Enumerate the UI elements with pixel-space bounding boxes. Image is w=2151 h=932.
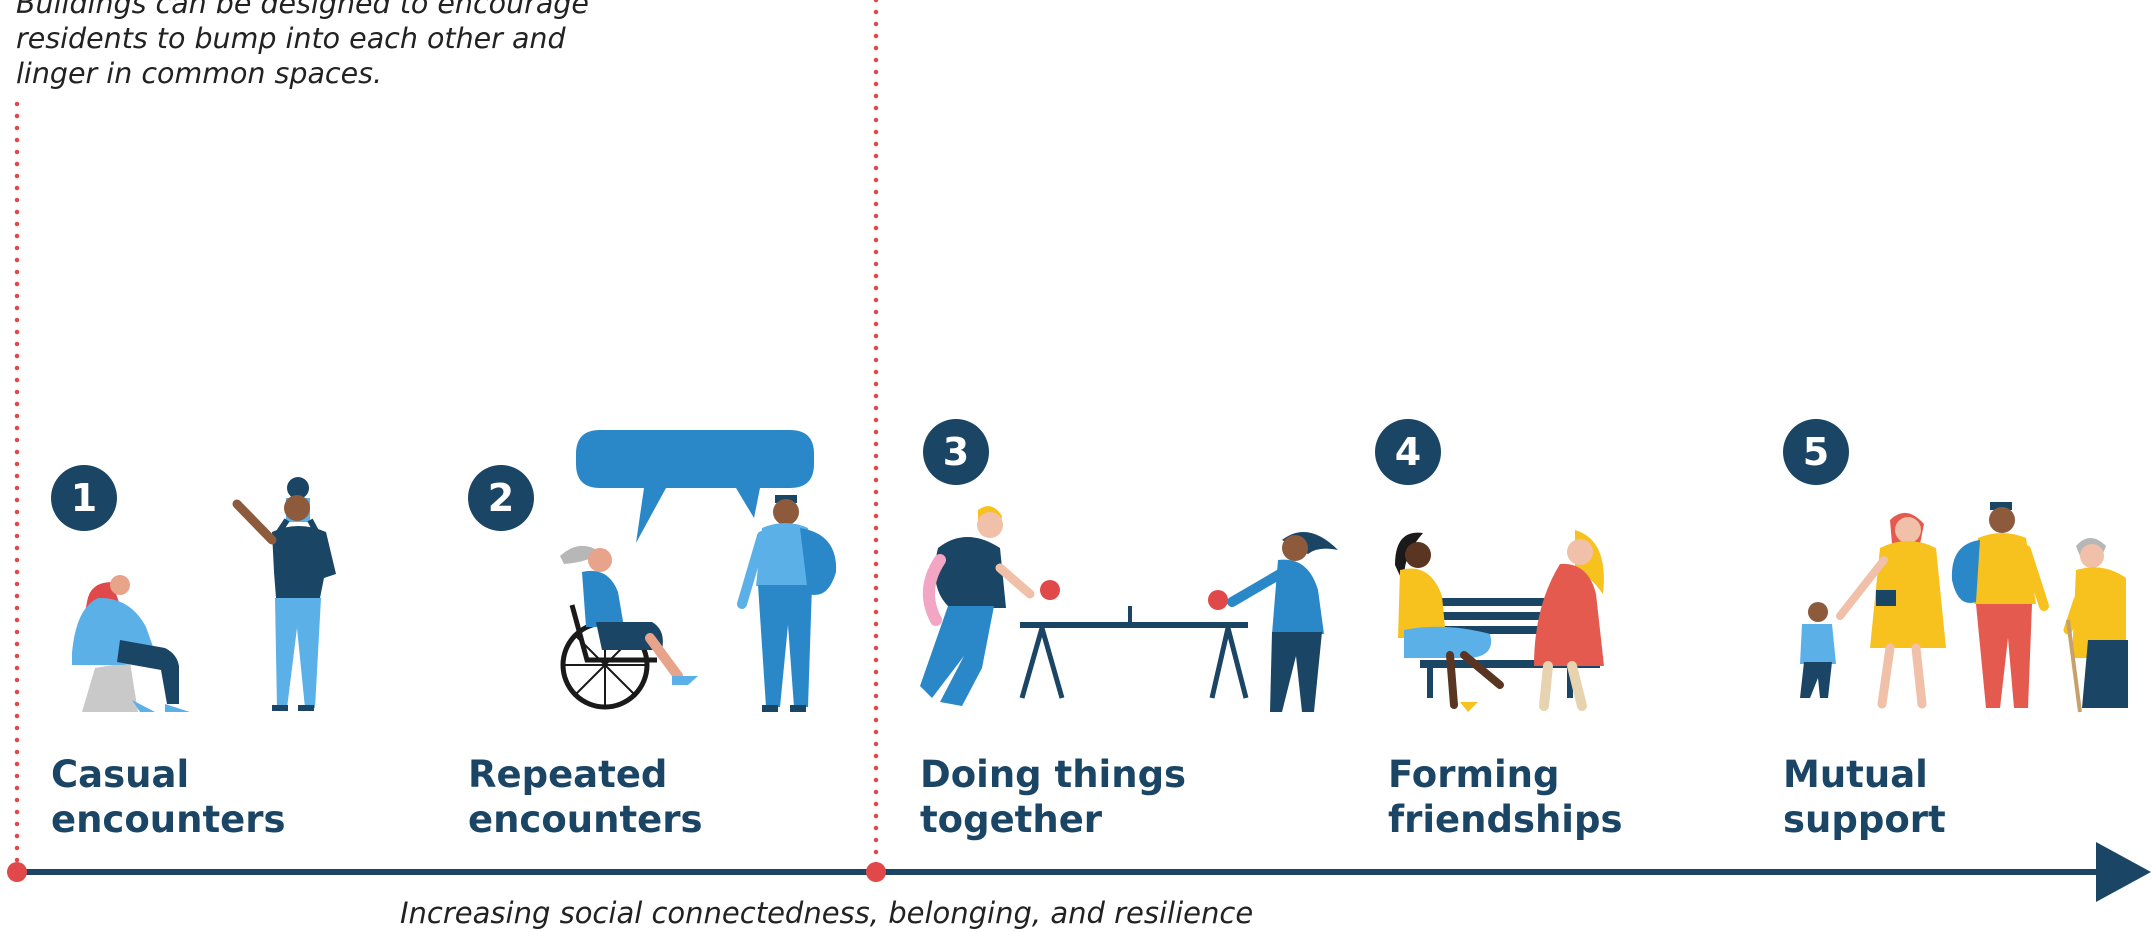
axis-caption: Increasing social connectedness, belongi… <box>400 896 1254 930</box>
stage-5-title-line-2: support <box>1783 798 1946 841</box>
axis-start-dot <box>7 862 27 882</box>
stage-2-figures <box>560 430 837 712</box>
intro-text: Buildings can be designed to encourage r… <box>16 0 636 91</box>
stage-1-title-line-1: Casual <box>51 753 190 796</box>
stage-1-title-line-2: encounters <box>51 798 286 841</box>
stage-5-figures <box>1800 502 2128 713</box>
stage-1-title: Casual encounters <box>51 752 286 842</box>
stage-2-title-line-2: encounters <box>468 798 703 841</box>
stage-3-title-line-1: Doing things <box>920 753 1187 796</box>
stage-5-number-badge: 5 <box>1783 419 1849 485</box>
axis-middle-dot <box>866 862 886 882</box>
stage-1-number-badge: 1 <box>51 465 117 531</box>
stage-2-number-badge: 2 <box>468 465 534 531</box>
stage-3-title: Doing things together <box>920 752 1186 842</box>
intro-line-1: Buildings can be designed to encourage <box>16 0 589 20</box>
stage-2-title-line-1: Repeated <box>468 753 668 796</box>
stage-5-title: Mutual support <box>1783 752 1946 842</box>
axis-arrowhead <box>2096 842 2151 902</box>
stage-5-title-line-1: Mutual <box>1783 753 1928 796</box>
stage-4-number-badge: 4 <box>1375 419 1441 485</box>
stage-4-title-line-1: Forming <box>1388 753 1560 796</box>
stage-2-title: Repeated encounters <box>468 752 703 842</box>
intro-line-2: residents to bump into each other and <box>16 22 566 55</box>
stage-3-figures <box>920 506 1338 712</box>
intro-line-3: linger in common spaces. <box>16 57 383 90</box>
stage-1-figures <box>72 477 336 712</box>
stage-3-number-badge: 3 <box>923 419 989 485</box>
stage-4-figures <box>1395 530 1604 712</box>
stage-3-title-line-2: together <box>920 798 1103 841</box>
stage-4-title-line-2: friendships <box>1388 798 1623 841</box>
stage-4-title: Forming friendships <box>1388 752 1623 842</box>
